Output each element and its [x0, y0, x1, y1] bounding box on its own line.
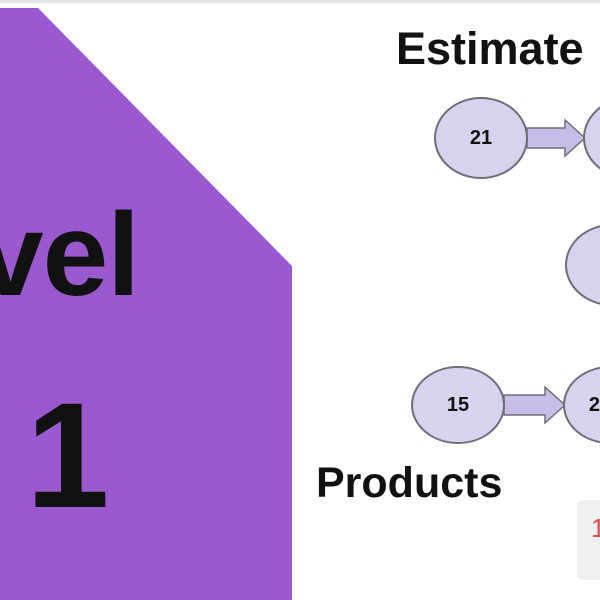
level-word: vel: [0, 189, 140, 321]
diagram-title-bottom: Products: [316, 459, 503, 507]
node-n1: [434, 97, 528, 179]
corner-thumbnail: [577, 500, 600, 580]
node-n2: [583, 106, 600, 170]
node-label-n4: 15: [446, 394, 470, 416]
arrow-n1-n2: [526, 118, 587, 158]
top-rule: [0, 0, 600, 3]
node-n3: [565, 225, 600, 305]
node-label-n1: 21: [469, 127, 493, 149]
purple-level-panel: [0, 8, 292, 600]
arrow-n4-n5: [503, 385, 567, 425]
level-number: 1: [26, 371, 110, 539]
node-n5: [563, 366, 600, 444]
node-n4: [411, 366, 505, 444]
node-label-n5: 2: [588, 394, 600, 416]
diagram-title-top: Estimate: [396, 23, 584, 74]
corner-mark: 1: [591, 513, 600, 543]
